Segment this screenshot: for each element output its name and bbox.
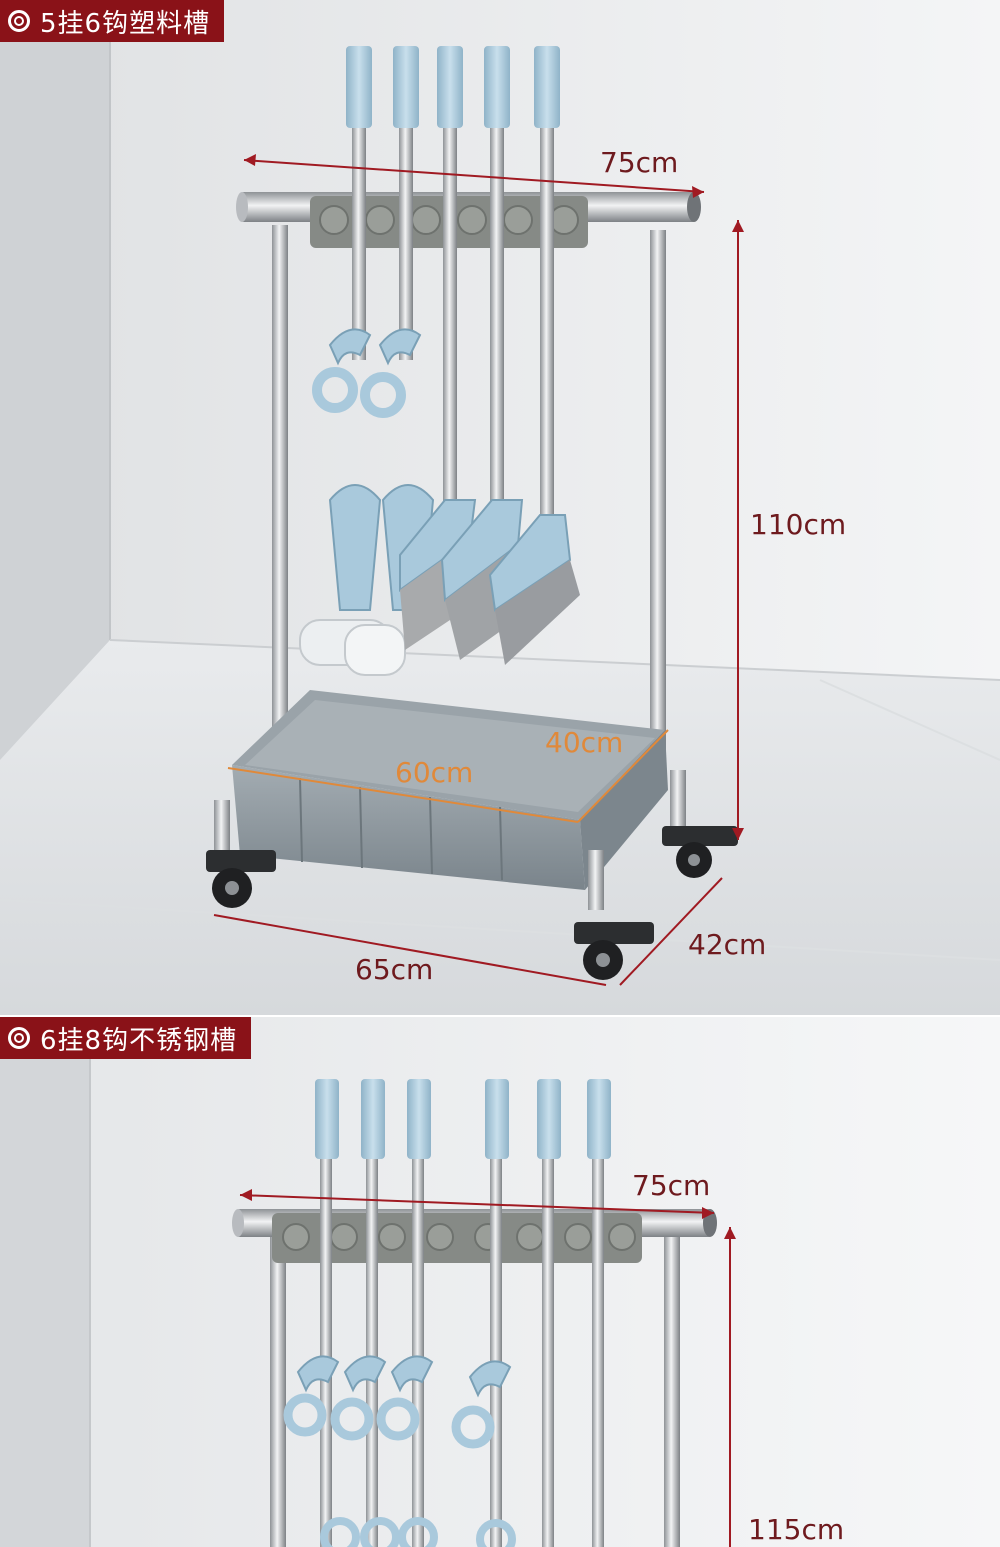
section-tag: 6挂8钩不锈钢槽 — [0, 1017, 252, 1059]
width-dimension: 75cm — [632, 1169, 711, 1202]
product-panel-steel-tray: 6挂8钩不锈钢槽 75cm 115cm — [0, 1017, 1000, 1547]
double-circle-icon — [8, 1027, 30, 1049]
base-length-dimension: 65cm — [355, 953, 434, 986]
rack-illustration-2 — [0, 1017, 1000, 1547]
double-circle-icon — [8, 10, 30, 32]
product-panel-plastic-tray: 5挂6钩塑料槽 75cm 110cm 60cm 40cm 65cm 42cm — [0, 0, 1000, 1015]
height-dimension: 110cm — [750, 508, 847, 541]
base-depth-dimension: 42cm — [688, 928, 767, 961]
section-tag: 5挂6钩塑料槽 — [0, 0, 225, 42]
section-tag-text: 6挂8钩不锈钢槽 — [40, 1025, 238, 1056]
panel-divider — [0, 1015, 1000, 1017]
height-dimension: 115cm — [748, 1513, 845, 1546]
tray-length-dimension: 60cm — [395, 756, 474, 789]
tray-width-dimension: 40cm — [545, 726, 624, 759]
section-tag-text: 5挂6钩塑料槽 — [40, 8, 211, 39]
rack-illustration-1 — [0, 0, 1000, 1015]
width-dimension: 75cm — [600, 146, 679, 179]
